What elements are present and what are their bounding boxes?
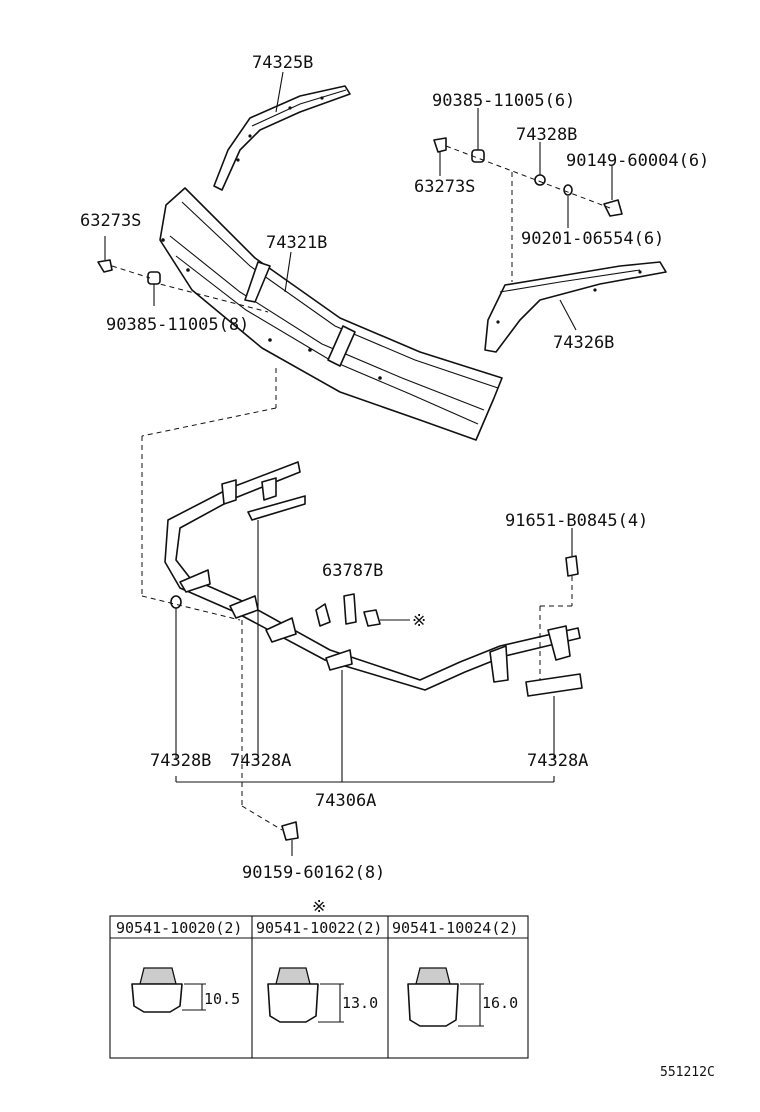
table-header-col3: 90541-10024(2) bbox=[392, 919, 518, 937]
part-90159-drawing bbox=[241, 620, 299, 856]
table-mark: ※ bbox=[312, 897, 326, 917]
part-91651-drawing bbox=[539, 528, 579, 680]
table-dim-col3: 16.0 bbox=[482, 994, 518, 1012]
label-74328A-left: 74328A bbox=[230, 751, 291, 771]
fastener-group-right bbox=[433, 108, 623, 282]
assembly-reference-lines bbox=[141, 368, 277, 621]
part-63787B-drawing bbox=[343, 593, 410, 627]
label-74306A: 74306A bbox=[315, 791, 376, 811]
table-header-col2: 90541-10022(2) bbox=[256, 919, 382, 937]
label-74328B-top: 74328B bbox=[516, 125, 577, 145]
part-74326B-drawing bbox=[484, 261, 667, 353]
label-90385-top: 90385-11005(6) bbox=[432, 91, 575, 111]
part-74328B-pad-drawing bbox=[170, 595, 182, 760]
fastener-group-left bbox=[97, 236, 161, 306]
size-table: 90541-10020(2) 90541-10022(2) 90541-1002… bbox=[109, 915, 529, 1059]
cushion-drawing-1 bbox=[131, 967, 206, 1013]
label-90149: 90149-60004(6) bbox=[566, 151, 709, 171]
part-74325B-drawing bbox=[213, 71, 351, 191]
cushion-drawing-2 bbox=[267, 967, 344, 1023]
bottom-bracket bbox=[175, 776, 555, 783]
label-74321B: 74321B bbox=[266, 233, 327, 253]
label-74328A-right: 74328A bbox=[527, 751, 588, 771]
label-mark: ※ bbox=[412, 611, 426, 631]
table-dim-col1: 10.5 bbox=[204, 990, 240, 1008]
label-74325B: 74325B bbox=[252, 53, 313, 73]
diagram-code: 551212C bbox=[660, 1065, 715, 1080]
label-63273S-right: 63273S bbox=[414, 177, 475, 197]
label-63787B: 63787B bbox=[322, 561, 383, 581]
label-90201: 90201-06554(6) bbox=[521, 229, 664, 249]
label-74328B-bottom: 74328B bbox=[150, 751, 211, 771]
label-90385-left: 90385-11005(8) bbox=[106, 315, 249, 335]
label-74326B: 74326B bbox=[553, 333, 614, 353]
cushion-drawing-3 bbox=[407, 967, 484, 1027]
label-91651: 91651-B0845(4) bbox=[505, 511, 648, 531]
label-90159: 90159-60162(8) bbox=[242, 863, 385, 883]
part-74321B-drawing bbox=[151, 187, 503, 441]
part-74306A-drawing bbox=[164, 461, 583, 782]
table-dim-col2: 13.0 bbox=[342, 994, 378, 1012]
label-63273S-left: 63273S bbox=[80, 211, 141, 231]
table-header-col1: 90541-10020(2) bbox=[116, 919, 242, 937]
